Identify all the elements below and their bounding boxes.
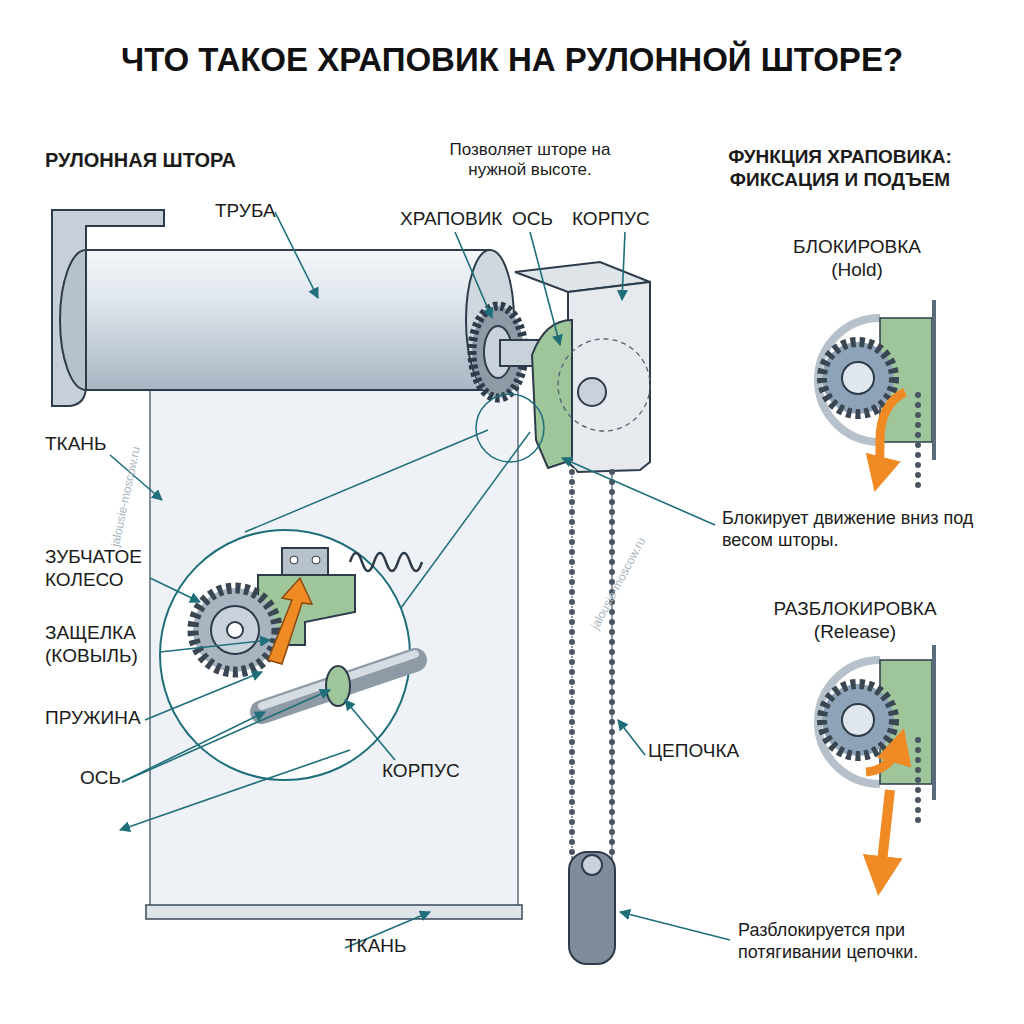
- release-wall: [932, 645, 936, 800]
- shaft-collar: [326, 666, 350, 706]
- housing-plate: [568, 282, 650, 472]
- part-label: ТКАНЬ: [45, 433, 135, 456]
- section-heading: ФУНКЦИЯ ХРАПОВИКА: ФИКСАЦИЯ И ПОДЪЕМ: [690, 146, 990, 192]
- leader-line: [618, 720, 645, 755]
- release-chain: [915, 740, 921, 830]
- part-label: ТРУБА: [215, 200, 305, 223]
- hold-gear: [822, 342, 894, 414]
- pulley: [582, 855, 602, 875]
- part-label: ПРУЖИНА: [45, 707, 165, 730]
- shaft: [262, 660, 415, 712]
- leader-line: [620, 912, 730, 940]
- hold-arrow: [878, 392, 905, 478]
- release-arrow: [866, 742, 900, 772]
- leader-line: [622, 232, 625, 300]
- shaft-highlight: [262, 654, 415, 706]
- leader-line: [120, 750, 350, 830]
- chain-string: [611, 470, 613, 860]
- leader-line: [275, 212, 318, 298]
- diagram-title: ЧТО ТАКОЕ ХРАПОВИК НА РУЛОННОЙ ШТОРЕ?: [0, 40, 1024, 80]
- bottom-bar: [146, 905, 522, 919]
- part-label: ЗАЩЕЛКА (КОВЫЛЬ): [45, 622, 180, 668]
- screw-hole: [290, 556, 298, 564]
- hold-chain: [915, 395, 921, 492]
- part-label: ЦЕПОЧКА: [648, 740, 758, 763]
- note: Разблокируется при потягивании цепочки.: [738, 920, 988, 963]
- chain-string: [571, 470, 573, 860]
- note: Позволяет шторе на нужной высоте.: [430, 140, 630, 181]
- leader-line: [150, 578, 200, 602]
- wheel-hub: [211, 606, 259, 654]
- latch-housing: [532, 320, 572, 468]
- hold-hub: [842, 362, 874, 394]
- hold-wall: [932, 300, 936, 460]
- leader-line: [160, 640, 270, 652]
- note: Блокирует движение вниз под весом шторы.: [722, 508, 982, 551]
- part-label: ОСЬ: [512, 208, 562, 231]
- chain-beads-back: [568, 472, 576, 860]
- chain-weight: [569, 852, 615, 964]
- leader-lines: [110, 212, 730, 948]
- state-heading: БЛОКИРОВКА (Hold): [782, 236, 932, 282]
- leader-line: [455, 232, 492, 318]
- leader-line: [122, 712, 265, 782]
- axle-hub: [578, 378, 606, 406]
- hidden-wheel: [558, 339, 650, 431]
- part-label: КОРПУС: [572, 208, 672, 231]
- spring-coil: [350, 553, 422, 571]
- zoom-line: [245, 430, 488, 532]
- part-label: ХРАПОВИК: [400, 208, 510, 231]
- leader-line: [562, 458, 715, 525]
- chain-beads: [569, 472, 575, 860]
- toothed-wheel: [193, 588, 277, 672]
- part-label: ТКАНЬ: [345, 935, 435, 958]
- leader-line: [345, 700, 395, 760]
- release-gear: [822, 684, 894, 756]
- leader-line: [530, 232, 560, 345]
- roller-tube: [86, 250, 490, 390]
- part-label: ОСЬ: [80, 767, 130, 790]
- release-hub: [842, 704, 874, 736]
- fabric: [150, 385, 518, 915]
- zoom-source: [476, 394, 544, 462]
- part-label: КОРПУС: [382, 760, 482, 783]
- screw-hole: [312, 556, 320, 564]
- chain-beads: [609, 472, 615, 860]
- wheel-axle: [227, 622, 243, 638]
- state-heading: РАЗБЛОКИРОВКА (Release): [760, 598, 950, 644]
- zoom-line: [398, 432, 530, 612]
- section-heading: РУЛОННАЯ ШТОРА: [45, 148, 305, 172]
- leader-line: [145, 672, 262, 720]
- part-label: ЗУБЧАТОЕ КОЛЕСО: [45, 546, 175, 592]
- pull-arrow: [880, 790, 890, 880]
- pawl: [268, 578, 312, 664]
